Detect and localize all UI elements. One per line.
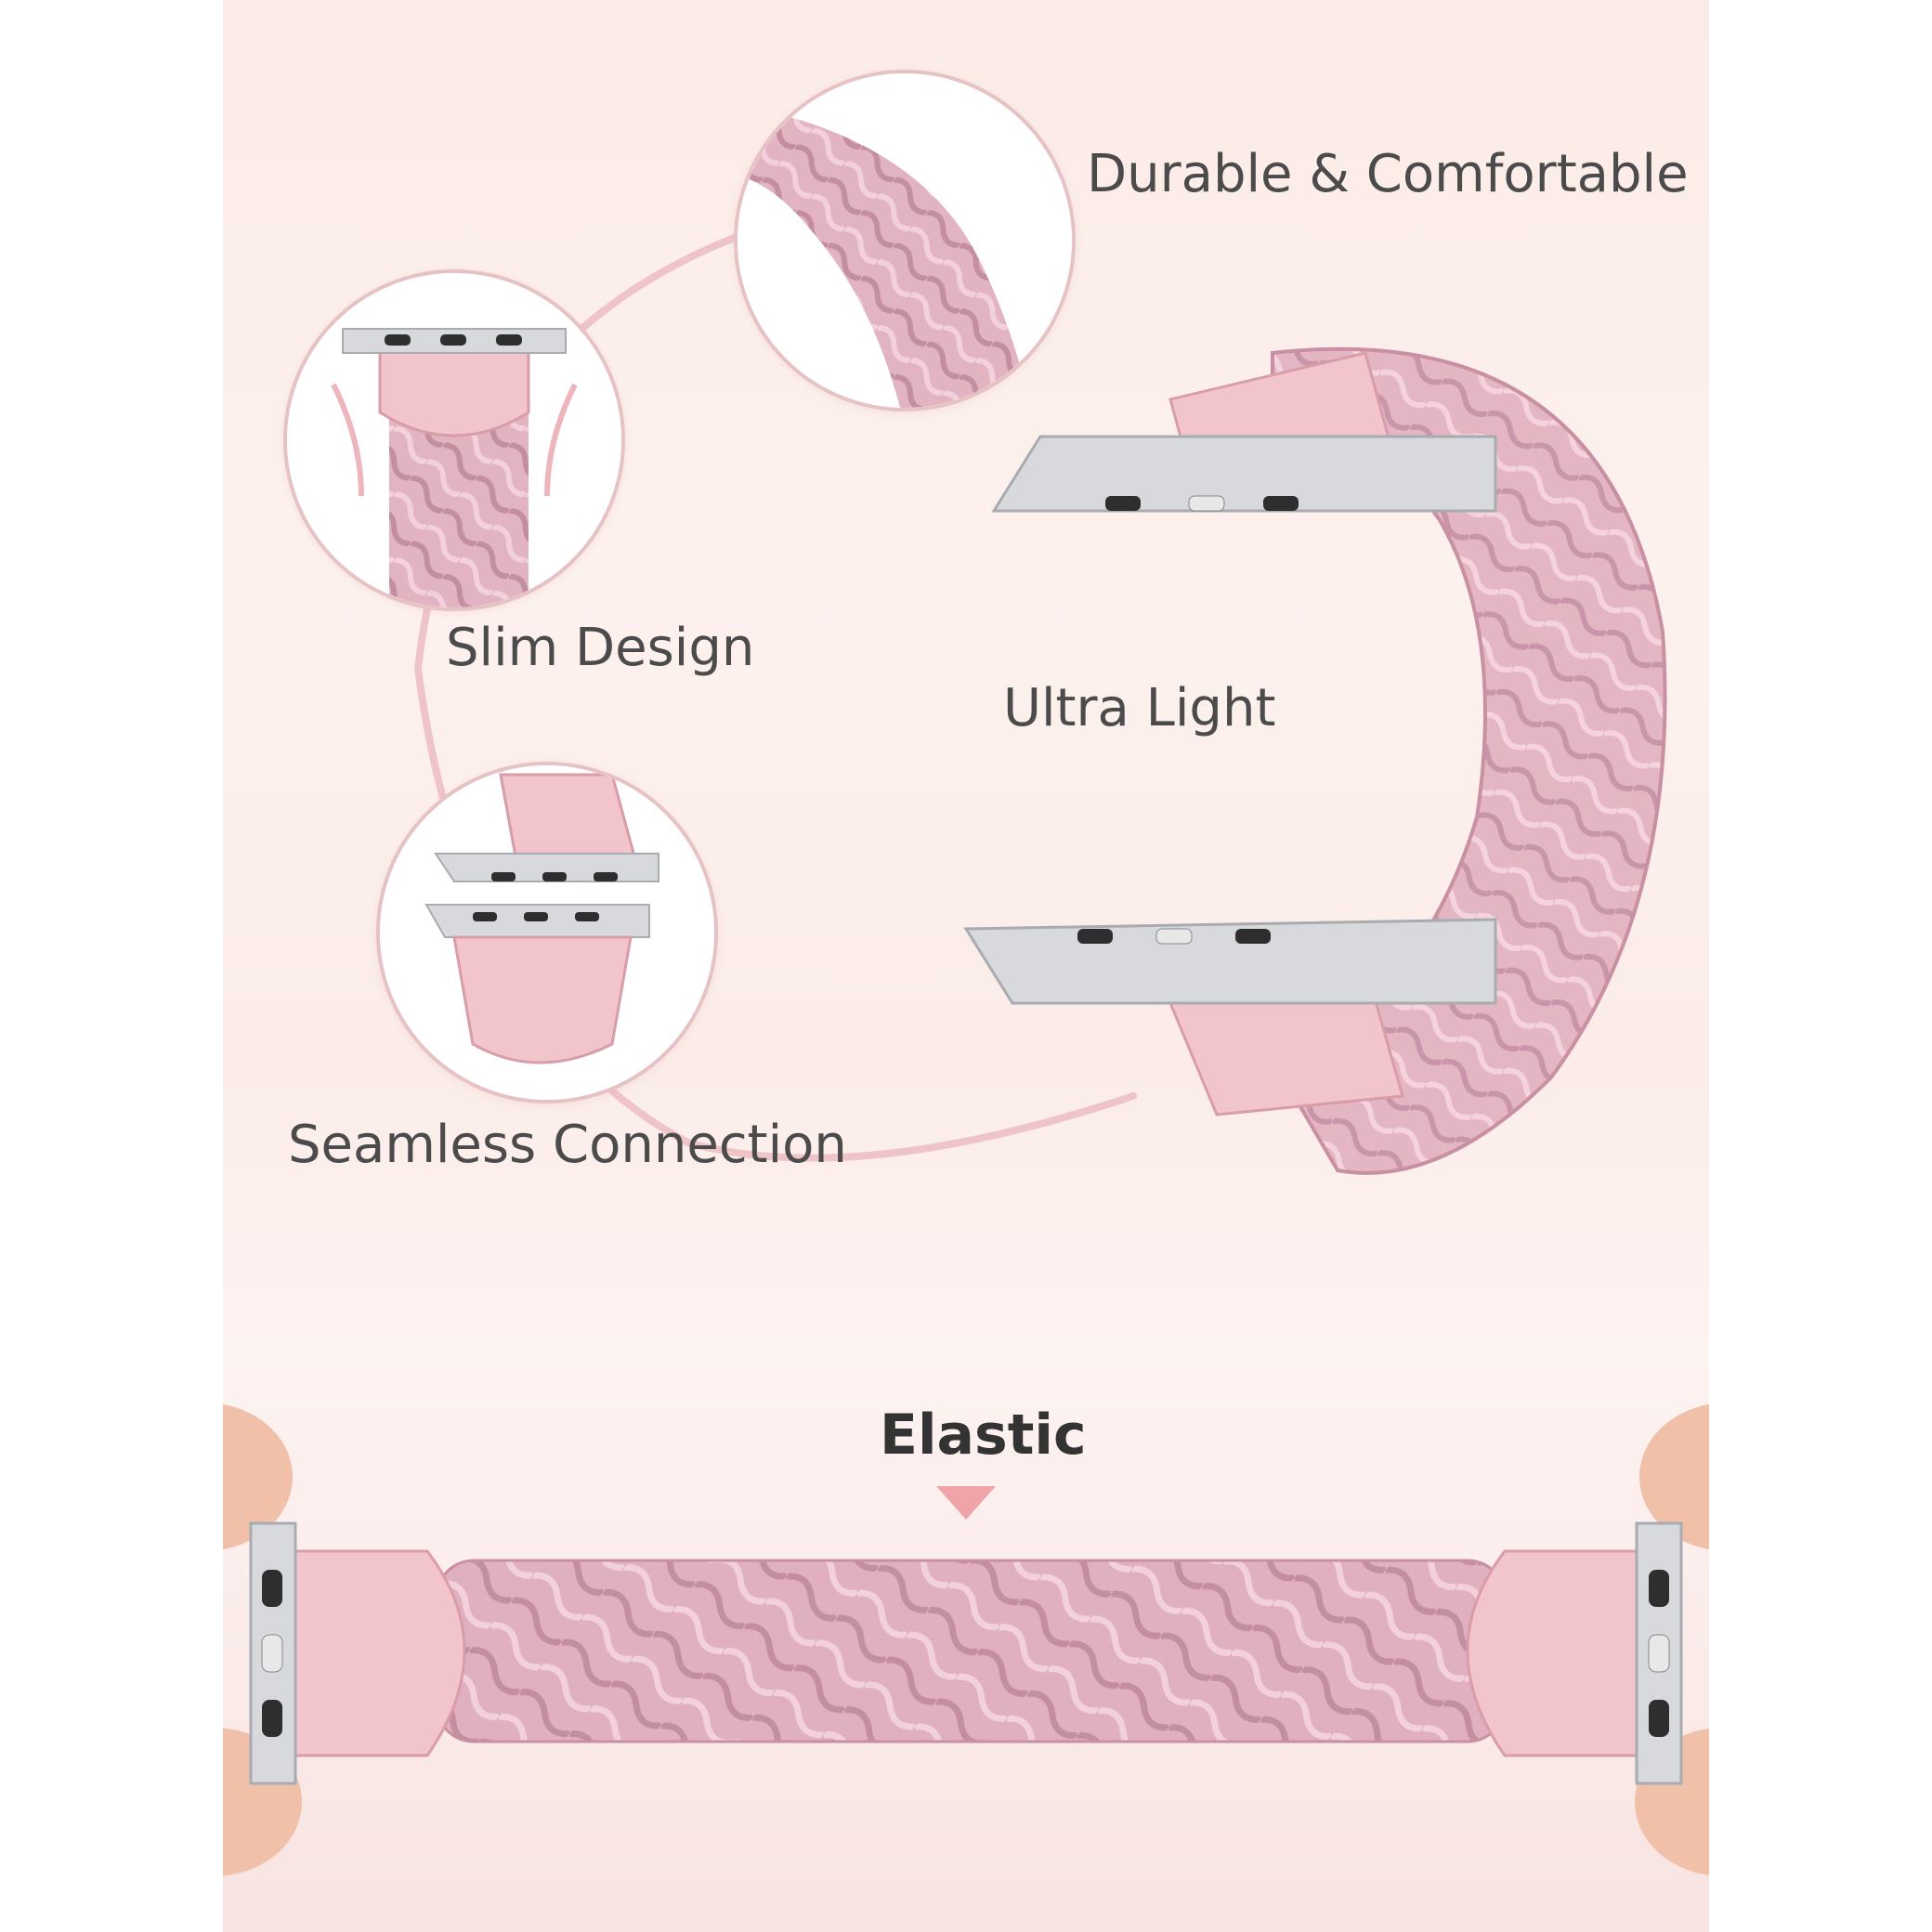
durable-detail-circle	[734, 70, 1076, 411]
slim-detail-circle	[283, 269, 625, 611]
feature-slim-label: Slim Design	[446, 618, 755, 678]
braid-closeup-icon	[738, 73, 1072, 408]
feature-elastic-label: Elastic	[880, 1403, 1087, 1468]
connector-closeup-icon	[380, 765, 714, 1100]
stretched-band-image	[223, 1403, 1709, 1876]
feature-ultra-light-label: Ultra Light	[1003, 678, 1276, 738]
feature-seamless-label: Seamless Connection	[288, 1115, 847, 1175]
braided-band-image	[963, 346, 1667, 1175]
feature-durable-label: Durable & Comfortable	[1087, 144, 1689, 204]
down-arrow-icon	[936, 1486, 996, 1520]
seamless-detail-circle	[376, 762, 718, 1103]
product-panel: Durable & Comfortable Slim Design Ultra …	[223, 0, 1709, 1932]
slim-band-icon	[287, 273, 621, 607]
